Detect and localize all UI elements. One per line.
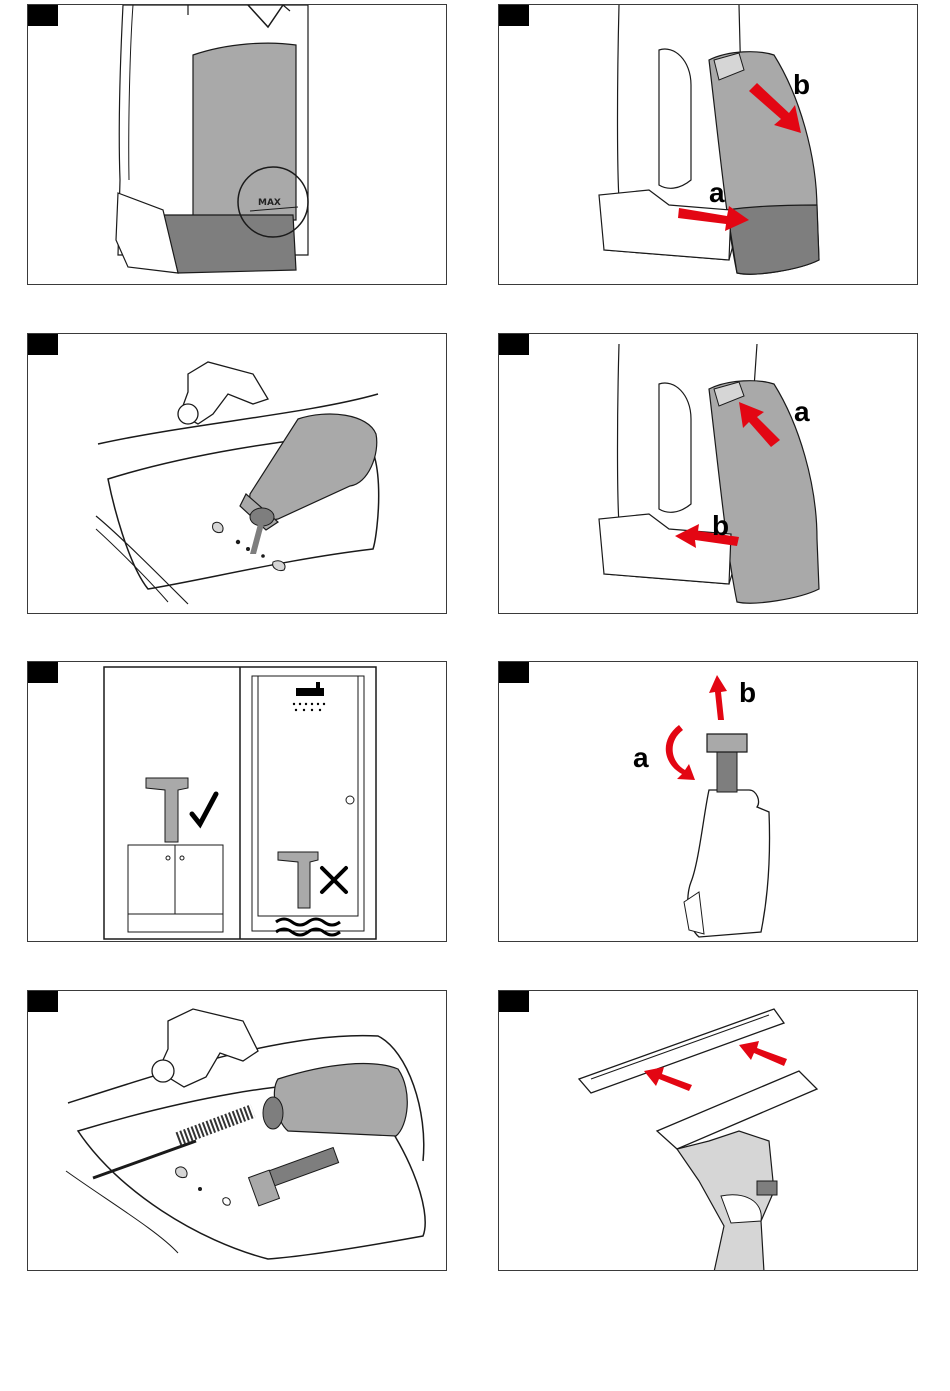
label-a: a [709, 177, 725, 208]
illustration-empty-tank [28, 334, 447, 614]
step-number-tag [499, 991, 529, 1012]
panel-4-insert-tank: a b [498, 333, 918, 614]
max-mark-text: MAX [258, 198, 281, 208]
illustration-attach-blade [499, 991, 918, 1271]
panel-3-empty-tank [27, 333, 447, 614]
panel-7-clean-parts [27, 990, 447, 1271]
illustration-insert-tank: a b [499, 334, 918, 614]
panel-5-storage [27, 661, 447, 942]
step-number-tag [28, 334, 58, 355]
panel-1-max-fill-mark: MAX [27, 4, 447, 285]
step-number-tag [499, 5, 529, 26]
label-b: b [712, 510, 729, 541]
step-number-tag [28, 662, 58, 683]
arrow-b [709, 675, 727, 720]
illustration-max-mark: MAX [28, 5, 447, 285]
step-number-tag [28, 991, 58, 1012]
label-a: a [794, 396, 810, 427]
step-number-tag [499, 662, 529, 683]
panel-2-remove-tank: a b [498, 4, 918, 285]
illustration-storage [28, 662, 447, 942]
panel-8-attach-blade [498, 990, 918, 1271]
arrow-a [666, 725, 695, 780]
label-a: a [633, 742, 649, 773]
arrow-left-lower [644, 1067, 692, 1091]
illustration-clean-parts [28, 991, 447, 1271]
label-b: b [793, 69, 810, 100]
panel-6-remove-nozzle: a b [498, 661, 918, 942]
arrow-right-upper [739, 1041, 787, 1066]
illustration-remove-nozzle: a b [499, 662, 918, 942]
label-b: b [739, 677, 756, 708]
illustration-remove-tank: a b [499, 5, 918, 285]
step-number-tag [28, 5, 58, 26]
step-number-tag [499, 334, 529, 355]
